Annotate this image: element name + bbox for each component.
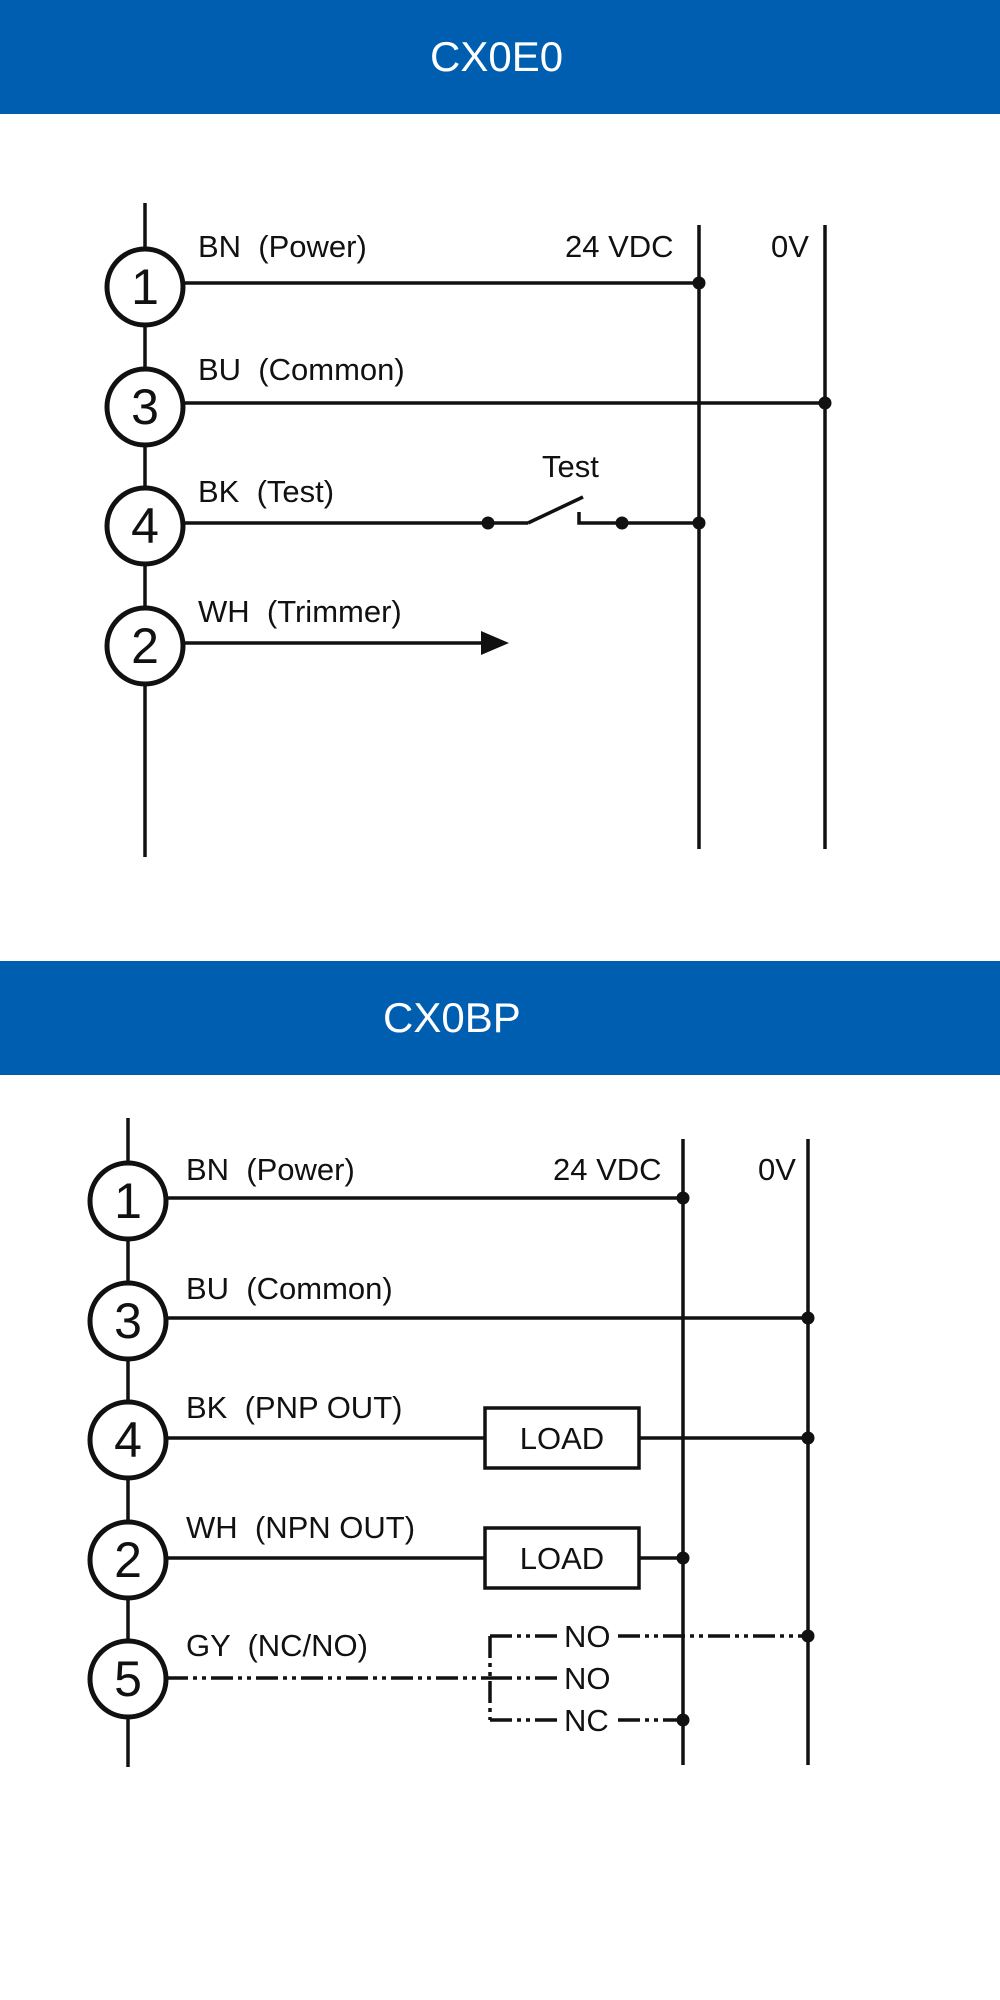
load-box-npn: LOAD [483,1526,641,1590]
switch-label: Test [542,449,599,484]
wire-test-return [577,512,699,525]
test-switch-blade [527,495,584,525]
junction-dot [692,516,706,530]
section-header-cx0bp: CX0BP [0,961,1000,1075]
pin-label-power: BN (Power) [186,1152,355,1187]
section-title: CX0BP [383,994,521,1041]
pin-label-test: BK (Test) [198,474,334,509]
pin-2: 2 [104,605,186,687]
mode-label-no: NO [564,1619,611,1654]
rail-label-0v: 0V [758,1152,796,1187]
wiring-diagram-cx0e0: 24 VDC 0V BN (Power) BU (Common) BK (Tes… [104,203,832,857]
pin-label-power: BN (Power) [198,229,367,264]
pin-4: 4 [87,1399,169,1481]
pin-3: 3 [104,366,186,448]
pin-number: 5 [114,1651,142,1707]
load-box-pnp: LOAD [483,1406,641,1470]
pin-number: 2 [131,618,159,674]
pin-2: 2 [87,1519,169,1601]
pin-1: 1 [87,1160,169,1242]
rail-label-24vdc: 24 VDC [553,1152,662,1187]
pin-number: 3 [114,1293,142,1349]
junction-dot [801,1311,815,1325]
pin-number: 4 [114,1412,142,1468]
pin-label-trimmer: WH (Trimmer) [198,594,402,629]
junction-dot [801,1431,815,1445]
mode-label-nc: NC [564,1703,609,1738]
load-label: LOAD [520,1421,604,1456]
rail-label-0v: 0V [771,229,809,264]
junction-dot [676,1713,690,1727]
junction-dot [676,1551,690,1565]
pin-1: 1 [104,246,186,328]
switch-contact-dot [615,516,629,530]
section-title: CX0E0 [430,33,564,80]
pin-number: 3 [131,379,159,435]
pin-number: 4 [131,498,159,554]
pin-label-pnp-out: BK (PNP OUT) [186,1390,402,1425]
junction-dot [692,276,706,290]
wiring-diagram-cx0bp: 24 VDC 0V BN (Power) BU (Common) LOAD BK… [87,1118,815,1767]
pin-number: 1 [131,259,159,315]
pin-label-nc-no: GY (NC/NO) [186,1628,368,1663]
junction-dot [818,396,832,410]
switch-contact-dot [481,516,495,530]
pin-3: 3 [87,1280,169,1362]
junction-dot [801,1629,815,1643]
mode-label-no: NO [564,1661,611,1696]
pin-label-common: BU (Common) [186,1271,393,1306]
section-header-cx0e0: CX0E0 [0,0,1000,114]
pin-label-npn-out: WH (NPN OUT) [186,1510,415,1545]
load-label: LOAD [520,1541,604,1576]
pin-number: 2 [114,1532,142,1588]
pin-5: 5 [87,1638,169,1720]
pin-4: 4 [104,485,186,567]
arrow-icon [481,631,509,655]
junction-dot [676,1191,690,1205]
pin-number: 1 [114,1173,142,1229]
pin-label-common: BU (Common) [198,352,405,387]
rail-label-24vdc: 24 VDC [565,229,674,264]
